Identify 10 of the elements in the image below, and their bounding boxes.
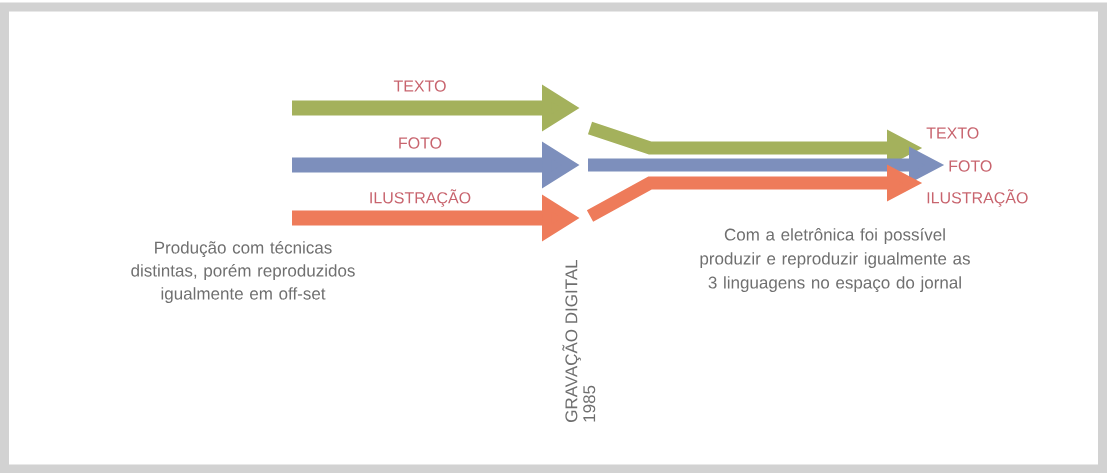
arrow-label: FOTO	[396, 136, 444, 150]
output-label: FOTO	[949, 160, 992, 172]
description-text: Com a eletrônica foi possível produzir e reproduzir igualmente as 3 linguagens no espaço do jornal	[700, 227, 970, 293]
milestone-label: 1985	[583, 385, 596, 422]
output-label: ILUSTRAÇÃO	[927, 189, 1028, 207]
description-text: Produção com técnicas distintas, porém reproduzidos igualmente em off-set	[131, 240, 355, 303]
arrow-label: ILUSTRAÇÃO	[367, 188, 473, 208]
arrow-label: TEXTO	[392, 79, 448, 93]
milestone-label: GRAVAÇÃO DIGITAL	[562, 259, 581, 422]
output-label: TEXTO	[926, 127, 979, 139]
